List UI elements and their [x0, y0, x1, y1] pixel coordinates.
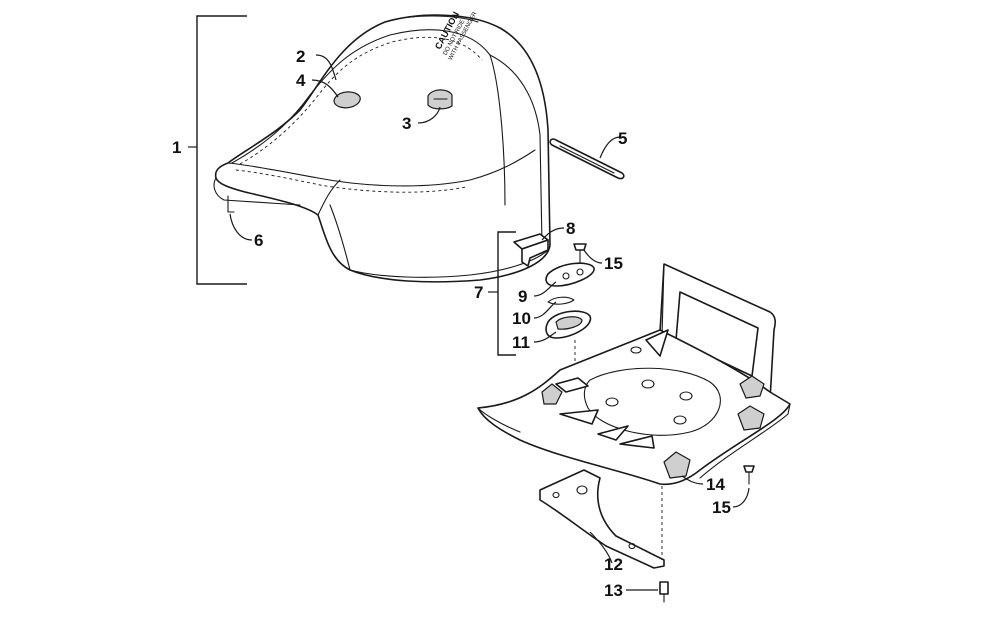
callout-14: 14	[706, 475, 725, 494]
callout-9: 9	[518, 287, 527, 306]
callout-4: 4	[296, 71, 306, 90]
assembly-bracket-7	[497, 231, 516, 356]
callout-8: 8	[566, 219, 575, 238]
pan-screw	[743, 465, 755, 485]
callout-15-upper: 15	[604, 254, 623, 273]
support-bracket	[539, 469, 665, 569]
callout-1: 1	[172, 138, 181, 157]
latch-group	[513, 233, 595, 382]
leader-lines	[188, 54, 750, 591]
callout-13: 13	[604, 581, 623, 600]
callout-10: 10	[512, 309, 531, 328]
seat-patch	[333, 91, 361, 109]
callout-6: 6	[254, 231, 263, 250]
loose-strap	[549, 138, 625, 180]
seat-assembly: CAUTION DO NOT RIDE WITH PASSENGER	[213, 10, 551, 283]
seat-pin	[227, 195, 235, 213]
callout-11: 11	[512, 333, 530, 352]
bracket-rivet	[659, 581, 669, 603]
callout-7: 7	[474, 283, 483, 302]
callout-5: 5	[618, 129, 627, 148]
callout-15-lower: 15	[712, 498, 731, 517]
callouts: 1 2 4 3 5 6 7 8 15 9 10 11 14 15 12 13	[172, 47, 731, 600]
callout-3: 3	[402, 114, 411, 133]
seat-pan	[477, 263, 791, 486]
callout-2: 2	[296, 47, 305, 66]
callout-12: 12	[604, 555, 623, 574]
assembly-bracket-1	[196, 15, 247, 285]
